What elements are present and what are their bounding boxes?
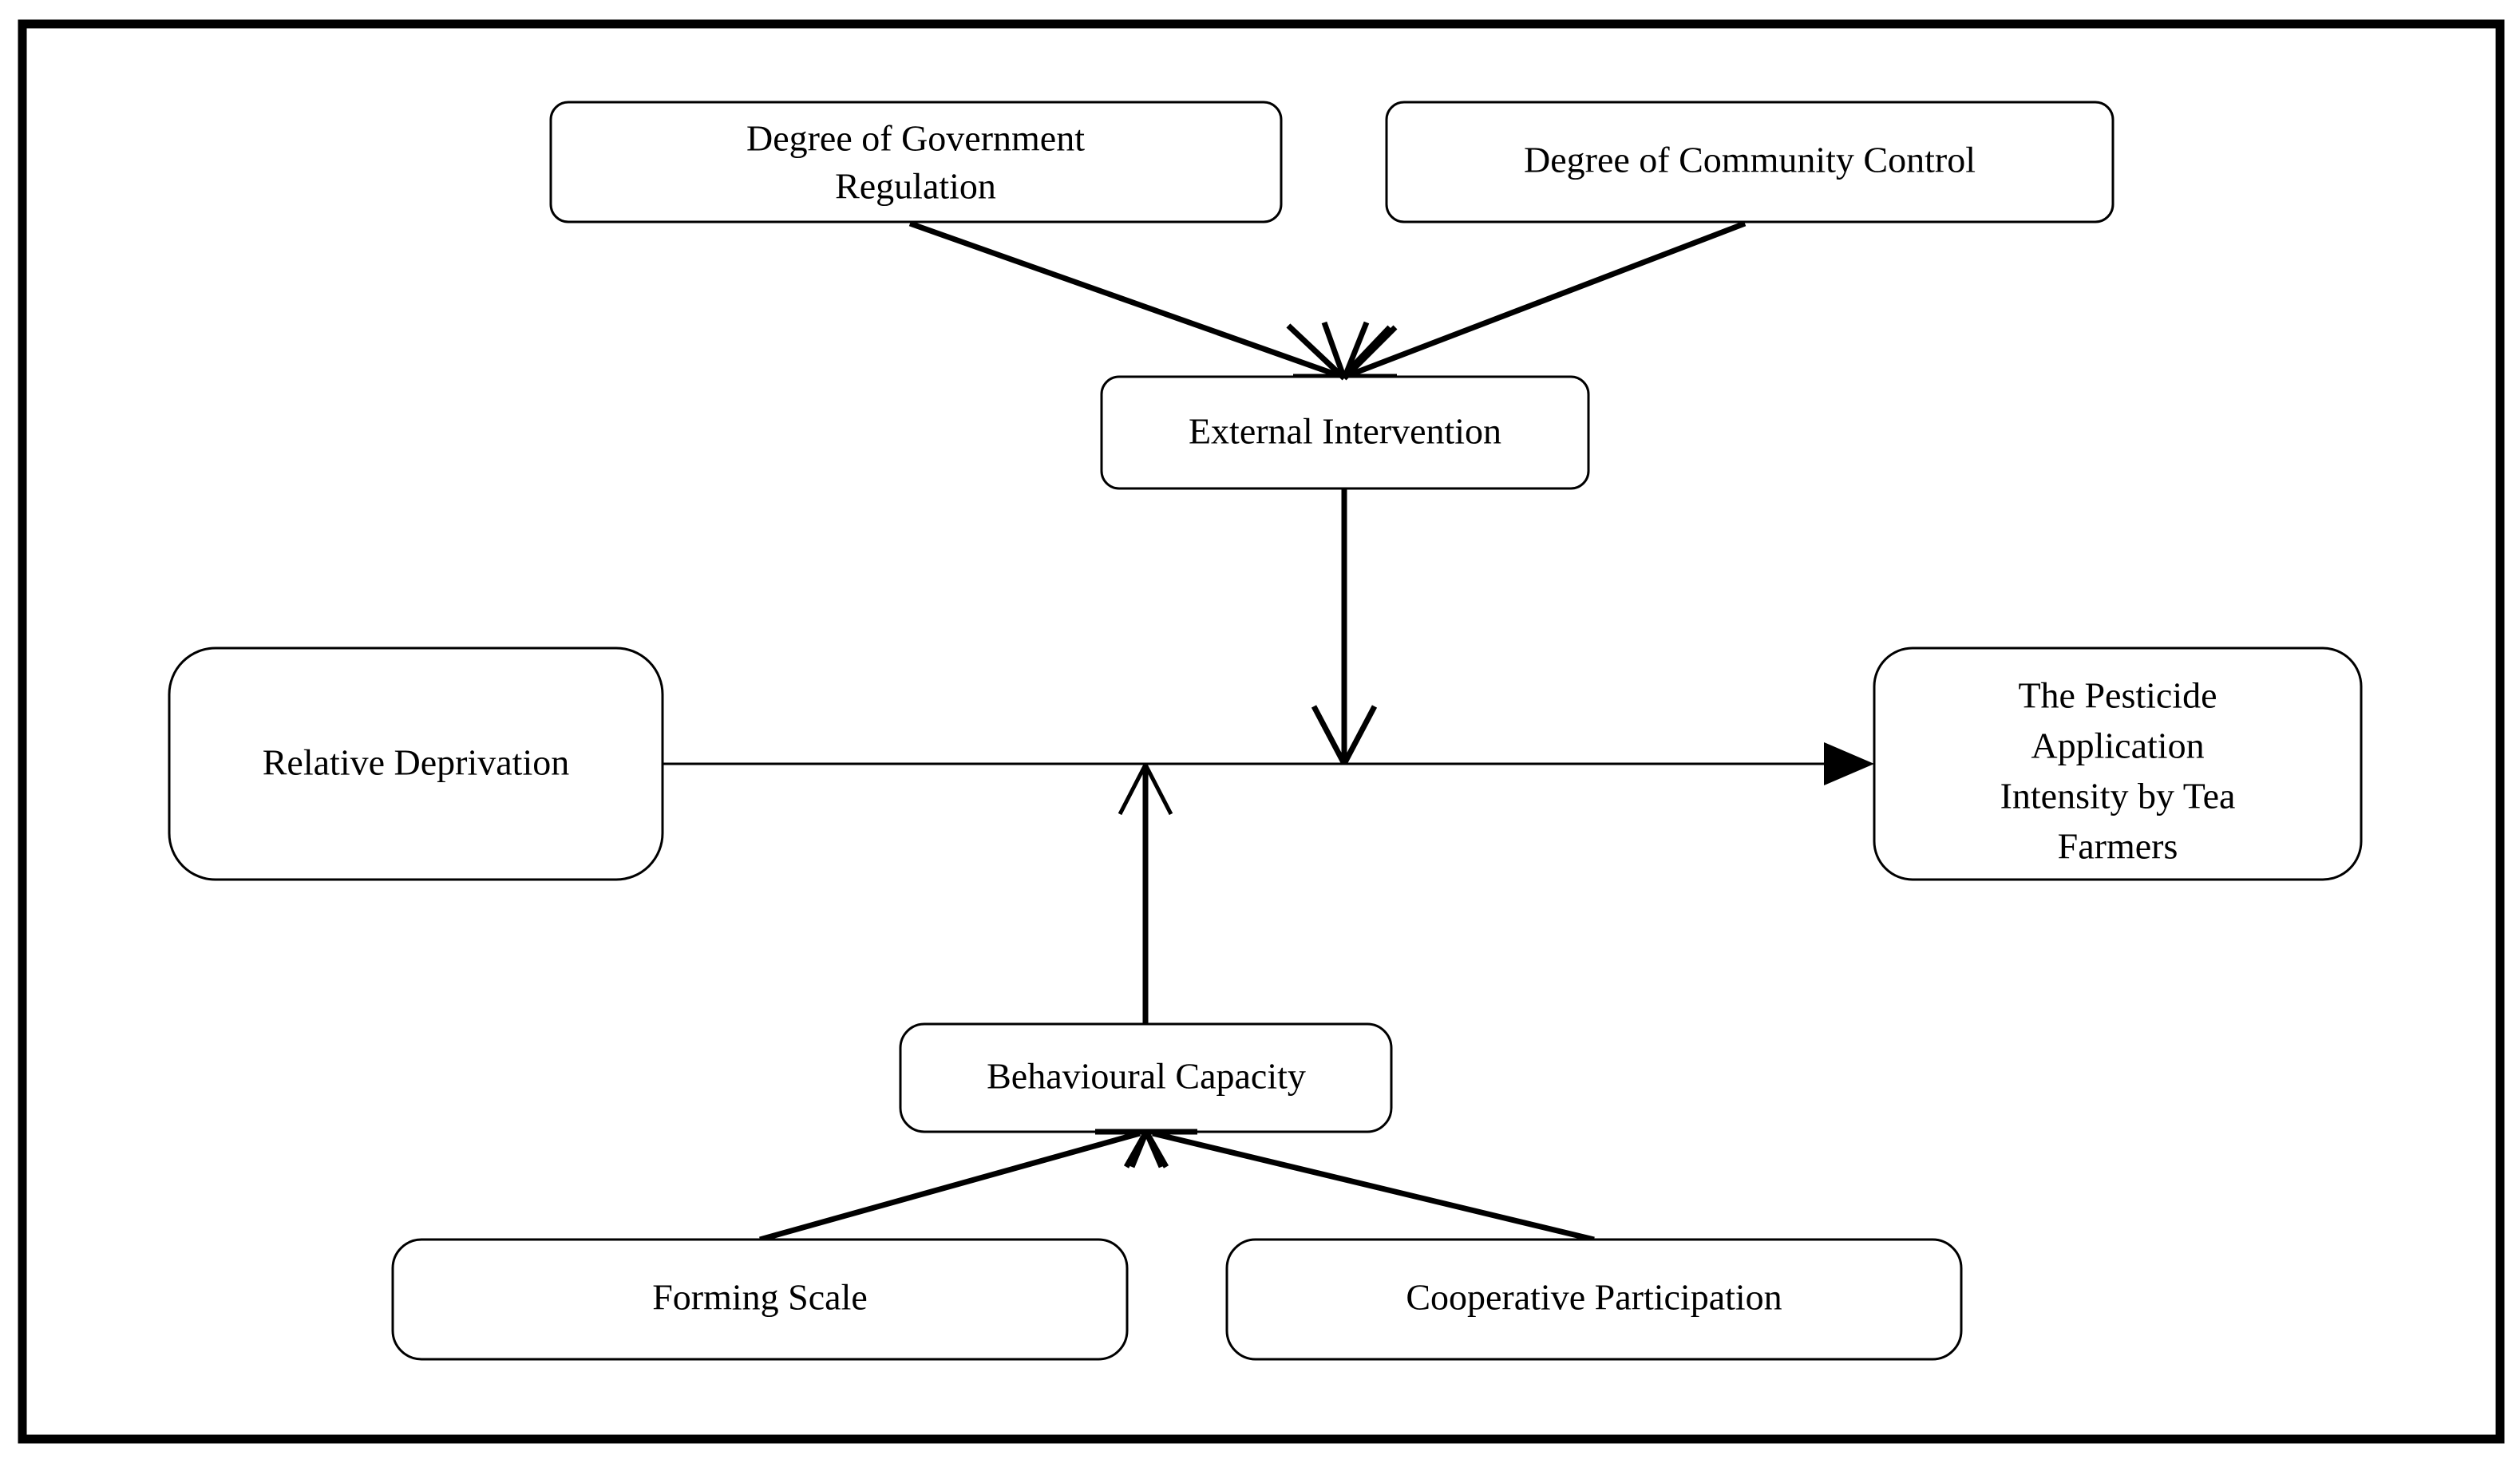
arrowhead-cluster-external-intervention <box>1286 321 1398 381</box>
node-label-line: Regulation <box>835 166 996 207</box>
node-label-line: Forming Scale <box>652 1277 868 1318</box>
node-label-line: External Intervention <box>1189 411 1501 452</box>
node-label-line: The Pesticide <box>2018 675 2217 716</box>
edge-relative-deprivation-to-pesticide <box>663 742 1874 785</box>
edge-forming-scale-to-behavioural-capacity <box>759 1129 1149 1243</box>
node-label-line: Behavioural Capacity <box>987 1056 1306 1097</box>
node-degree-of-government-regulation[interactable]: Degree of Government Regulation <box>549 101 1283 223</box>
node-label-line: Degree of Government <box>746 118 1085 159</box>
node-relative-deprivation[interactable]: Relative Deprivation <box>168 646 664 881</box>
edge-community-control-to-intervention <box>1347 220 1747 378</box>
edge-behavioural-capacity-to-main-path <box>1118 763 1173 1024</box>
node-box[interactable] <box>391 1238 1129 1361</box>
node-behavioural-capacity[interactable]: Behavioural Capacity <box>899 1022 1393 1133</box>
edge-intervention-to-main-path <box>1311 488 1378 765</box>
node-forming-scale[interactable]: Forming Scale <box>391 1238 1129 1361</box>
node-external-intervention[interactable]: External Intervention <box>1100 375 1590 490</box>
node-label-line: Farmers <box>2058 826 2178 867</box>
node-the-pesticide-application-intensity-by-tea-farmers[interactable]: The Pesticide Application Intensity by T… <box>1873 646 2363 881</box>
node-box[interactable] <box>1873 646 2363 881</box>
arrowhead-cluster-behavioural-capacity <box>1095 1129 1197 1168</box>
node-box[interactable] <box>1225 1238 1963 1361</box>
node-label-line: Intensity by Tea <box>2000 776 2236 817</box>
node-label-line: Application <box>2031 726 2204 766</box>
node-label-line: Degree of Community Control <box>1524 140 1976 180</box>
node-box[interactable] <box>168 646 664 881</box>
node-cooperative-participation[interactable]: Cooperative Participation <box>1225 1238 1963 1361</box>
node-label-line: Cooperative Participation <box>1406 1277 1782 1318</box>
outer-border <box>18 19 2505 1444</box>
node-box[interactable] <box>1385 101 2115 223</box>
node-box[interactable] <box>549 101 1283 223</box>
node-degree-of-community-control[interactable]: Degree of Community Control <box>1385 101 2115 223</box>
node-label-line: Relative Deprivation <box>263 742 570 783</box>
edge-cooperative-participation-to-behavioural-capacity <box>1143 1129 1595 1243</box>
